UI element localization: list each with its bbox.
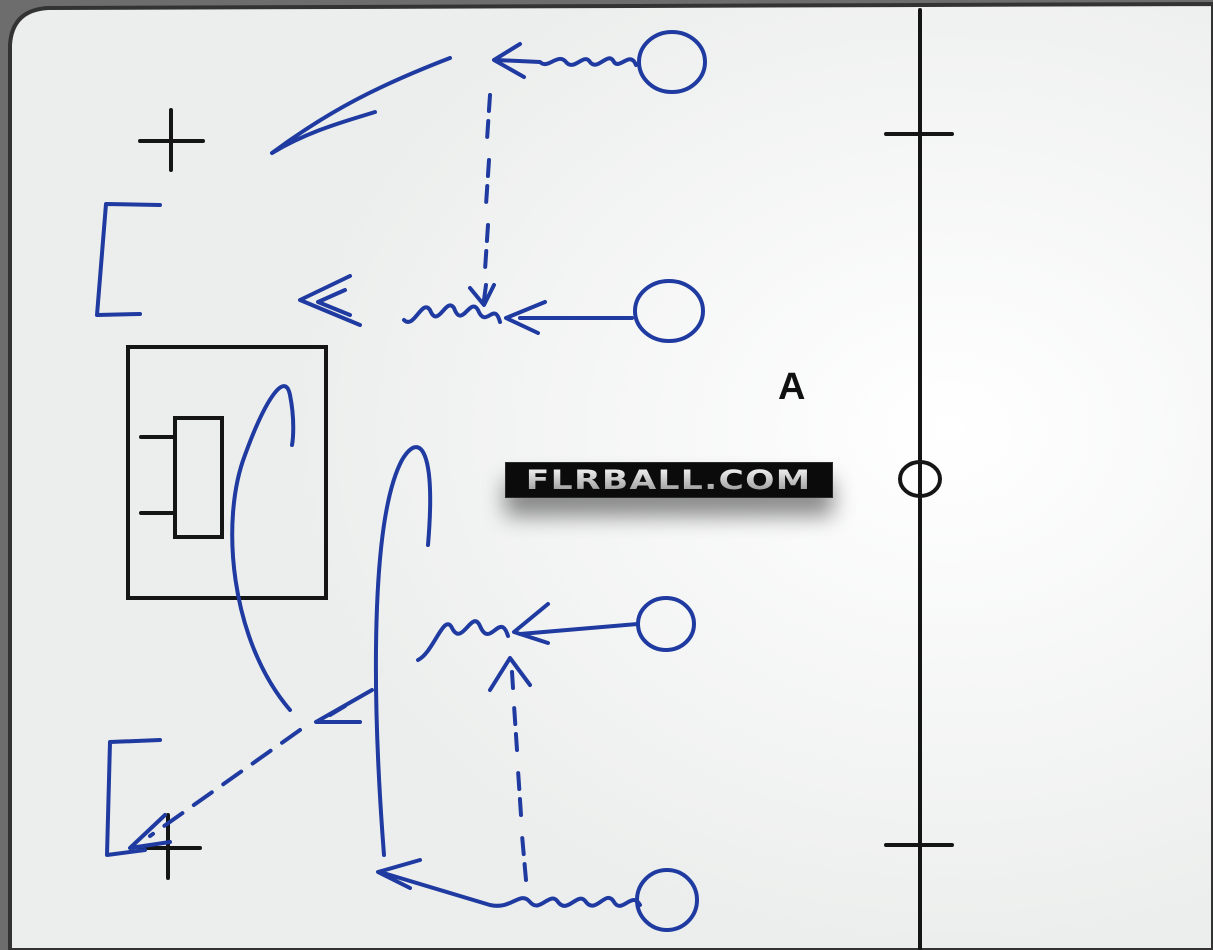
zone-label-a: A <box>778 366 805 409</box>
watermark-text: FLRBALL.COM <box>526 465 812 496</box>
watermark-logo: FLRBALL.COM <box>505 462 833 498</box>
